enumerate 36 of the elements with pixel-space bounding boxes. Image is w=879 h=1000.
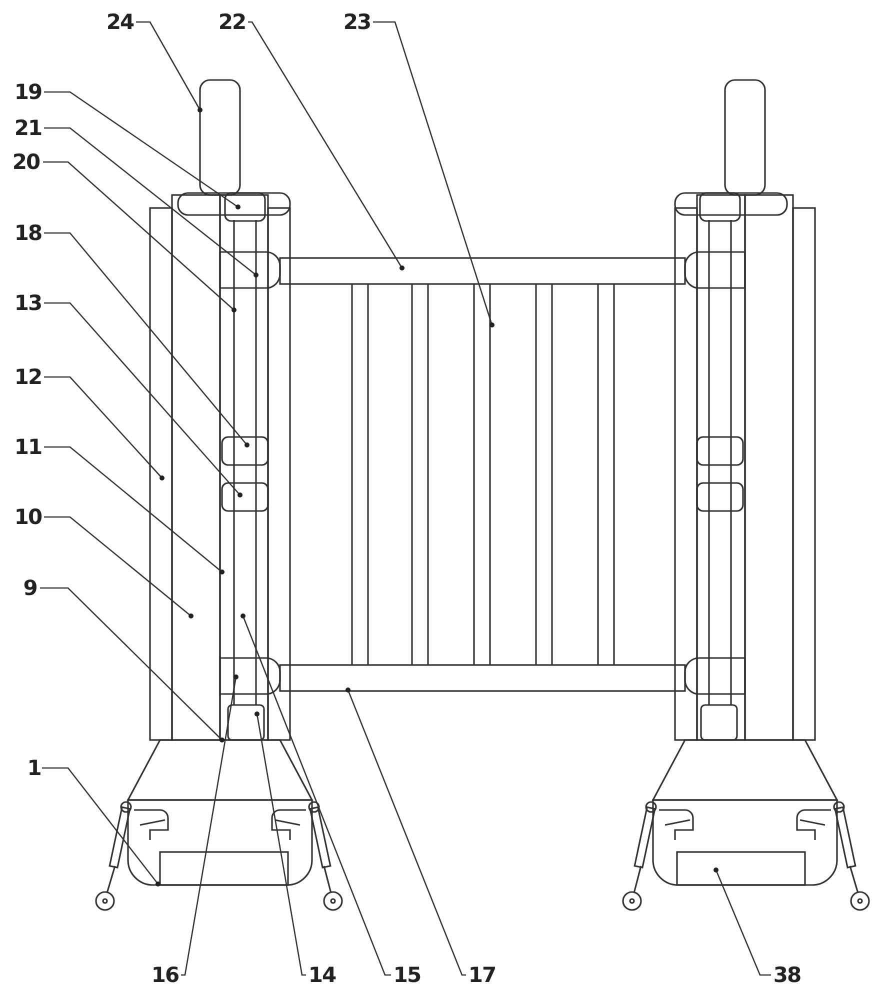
callout-number: 11 <box>13 436 43 458</box>
leader-line <box>40 587 224 742</box>
callout-number: 24 <box>105 11 135 33</box>
callout-number: 19 <box>13 81 43 103</box>
leader-line <box>136 21 202 112</box>
leader-line <box>44 516 194 618</box>
callout-number: 38 <box>772 964 802 986</box>
leader-line <box>44 91 240 210</box>
leader-line <box>181 674 238 976</box>
leader-line <box>240 614 391 976</box>
callout-number: 13 <box>13 292 43 314</box>
leader-line <box>346 688 466 976</box>
callout-number: 23 <box>342 11 372 33</box>
callout-number: 1 <box>19 757 49 779</box>
callout-number: 22 <box>217 11 247 33</box>
leader-line <box>42 767 160 886</box>
callout-number: 9 <box>15 577 45 599</box>
callout-number: 17 <box>467 964 497 986</box>
callout-number: 21 <box>13 117 43 139</box>
leader-line <box>44 232 250 448</box>
leader-line <box>43 161 236 312</box>
leader-line <box>44 376 164 480</box>
leader-line <box>44 127 258 278</box>
callout-number: 18 <box>13 222 43 244</box>
callout-number: 12 <box>13 366 43 388</box>
leader-line <box>44 302 242 498</box>
callout-number: 14 <box>307 964 337 986</box>
callout-number: 16 <box>150 964 180 986</box>
callout-number: 15 <box>392 964 422 986</box>
leader-line <box>248 21 404 270</box>
leader-line <box>714 868 771 976</box>
leader-line <box>373 21 494 328</box>
leader-line <box>44 446 224 574</box>
callout-number: 10 <box>13 506 43 528</box>
leader-line <box>254 712 306 976</box>
callout-number: 20 <box>11 151 41 173</box>
